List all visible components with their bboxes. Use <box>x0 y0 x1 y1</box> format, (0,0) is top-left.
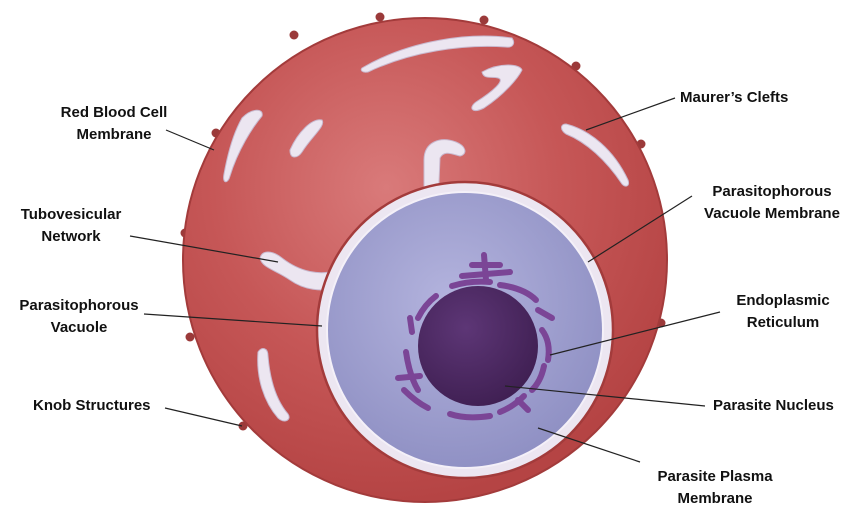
knob <box>376 13 385 22</box>
label-tubovesicular-network: Tubovesicular Network <box>0 204 142 248</box>
label-parasite-nucleus: Parasite Nucleus <box>713 395 834 417</box>
label-endoplasmic-reticulum: Endoplasmic Reticulum <box>725 290 841 334</box>
label-parasite-plasma-membrane: Parasite Plasma Membrane <box>640 466 790 510</box>
er-segment <box>462 272 510 276</box>
label-parasitophorous-vacuole: Parasitophorous Vacuole <box>4 295 154 339</box>
label-maurers-clefts: Maurer’s Clefts <box>680 87 788 109</box>
label-pv-membrane: Parasitophorous Vacuole Membrane <box>688 181 856 225</box>
label-knob-structures: Knob Structures <box>33 395 151 417</box>
label-red-blood-cell-membrane: Red Blood Cell Membrane <box>44 102 184 146</box>
knob <box>290 31 299 40</box>
knob <box>480 16 489 25</box>
er-segment <box>450 414 490 417</box>
knob <box>186 333 195 342</box>
leader-knob <box>165 408 242 426</box>
er-segment <box>410 318 412 332</box>
er-segment <box>398 376 420 378</box>
